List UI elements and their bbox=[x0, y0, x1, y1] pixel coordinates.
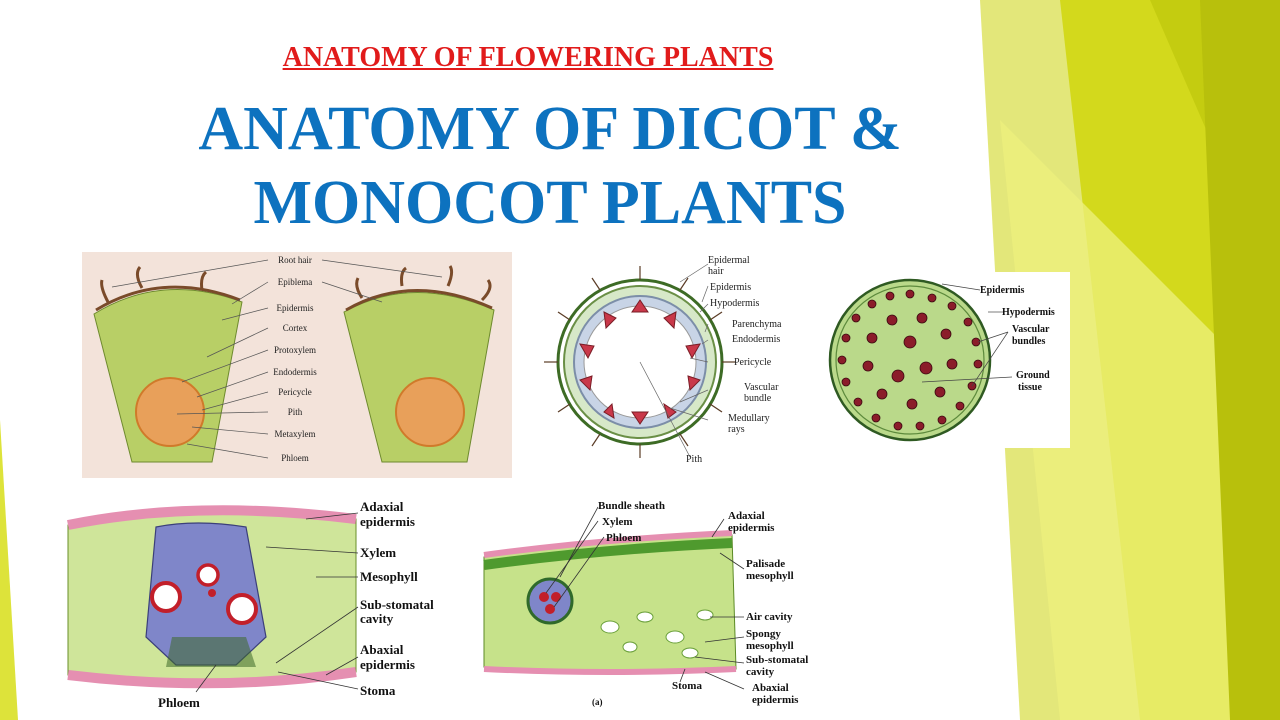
root-label-endodermis: Endodermis bbox=[273, 367, 317, 377]
dleaf-label-abaxial-epidermis: epidermis bbox=[752, 694, 799, 706]
slide-title-line-2: MONOCOT PLANTS bbox=[253, 169, 847, 237]
dleaf-label-adaxial: Adaxial bbox=[728, 510, 765, 522]
stem-label-pith: Pith bbox=[686, 454, 702, 465]
root-label-pith: Pith bbox=[288, 407, 303, 417]
stem-label-bundle: bundle bbox=[744, 393, 772, 404]
slide-title-line-1: ANATOMY OF DICOT & bbox=[198, 95, 902, 163]
mleaf-label-cavity: cavity bbox=[360, 611, 394, 626]
dleaf-label-abaxial: Abaxial bbox=[752, 682, 789, 694]
mono-stem-label-ground: Ground bbox=[1016, 370, 1050, 381]
slide-title: ANATOMY OF DICOT & MONOCOT PLANTS bbox=[0, 92, 1100, 240]
monocot-leaf-diagram: Adaxial epidermis Xylem Mesophyll Sub-st… bbox=[67, 499, 434, 710]
dicot-stem-diagram: Epidermal hair Epidermis Hypodermis Pare… bbox=[544, 255, 782, 465]
dleaf-label-cavity: cavity bbox=[746, 666, 775, 678]
mono-stem-label-bundles: bundles bbox=[1012, 336, 1045, 347]
mleaf-label-mesophyll: Mesophyll bbox=[360, 569, 418, 584]
dleaf-label-panel-a: (a) bbox=[592, 697, 603, 707]
stem-label-hypodermis: Hypodermis bbox=[710, 298, 760, 309]
dleaf-label-air-cavity: Air cavity bbox=[746, 611, 793, 623]
stem-label-epidermis: Epidermis bbox=[710, 282, 751, 293]
root-label-epiblema: Epiblema bbox=[278, 277, 313, 287]
root-label-phloem: Phloem bbox=[281, 453, 309, 463]
stem-label-parenchyma: Parenchyma bbox=[732, 319, 782, 330]
mono-stem-label-epidermis: Epidermis bbox=[980, 285, 1025, 296]
mleaf-label-abaxial-epidermis: epidermis bbox=[360, 657, 415, 672]
dleaf-label-spongy-mesophyll: mesophyll bbox=[746, 640, 794, 652]
root-label-epidermis: Epidermis bbox=[277, 303, 314, 313]
stem-label-medullary: Medullary bbox=[728, 413, 770, 424]
mleaf-label-adaxial: Adaxial bbox=[360, 499, 404, 514]
dleaf-label-bundle-sheath: Bundle sheath bbox=[598, 500, 665, 512]
mleaf-label-adaxial-epidermis: epidermis bbox=[360, 514, 415, 529]
dleaf-label-palisade: Palisade bbox=[746, 558, 785, 570]
root-diagram: Root hair Epiblema Epidermis Cortex Prot… bbox=[82, 252, 512, 478]
dleaf-label-spongy: Spongy bbox=[746, 628, 781, 640]
stem-label-endodermis: Endodermis bbox=[732, 334, 780, 345]
root-label-metaxylem: Metaxylem bbox=[275, 429, 316, 439]
root-label-cortex: Cortex bbox=[283, 323, 308, 333]
dleaf-label-sub-stomatal: Sub-stomatal bbox=[746, 654, 808, 666]
dleaf-label-stoma: Stoma bbox=[672, 680, 702, 692]
mleaf-label-sub-stomatal: Sub-stomatal bbox=[360, 597, 434, 612]
root-label-root-hair: Root hair bbox=[278, 255, 312, 265]
slide-subtitle: ANATOMY OF FLOWERING PLANTS bbox=[282, 42, 774, 73]
stem-label-hair: hair bbox=[708, 266, 724, 277]
dleaf-label-phloem: Phloem bbox=[606, 532, 641, 544]
dleaf-label-adaxial-epidermis: epidermis bbox=[728, 522, 775, 534]
mono-stem-label-vascular: Vascular bbox=[1012, 324, 1050, 335]
dicot-leaf-diagram: Bundle sheath Xylem Phloem Adaxial epide… bbox=[483, 500, 808, 707]
mleaf-label-stoma: Stoma bbox=[360, 683, 396, 698]
mleaf-label-xylem: Xylem bbox=[360, 545, 396, 560]
root-label-protoxylem: Protoxylem bbox=[274, 345, 316, 355]
mono-stem-label-tissue: tissue bbox=[1018, 382, 1042, 393]
mleaf-label-abaxial: Abaxial bbox=[360, 642, 404, 657]
monocot-stem-diagram: Epidermis Hypodermis Vascular bundles Gr… bbox=[822, 272, 1070, 448]
dleaf-label-palisade-mesophyll: mesophyll bbox=[746, 570, 794, 582]
mleaf-label-phloem: Phloem bbox=[158, 695, 200, 710]
stem-label-rays: rays bbox=[728, 424, 745, 435]
stem-label-vascular: Vascular bbox=[744, 382, 779, 393]
dleaf-label-xylem: Xylem bbox=[602, 516, 633, 528]
stem-label-epidermal: Epidermal bbox=[708, 255, 750, 266]
stem-label-pericycle: Pericycle bbox=[734, 357, 772, 368]
mono-stem-label-hypodermis: Hypodermis bbox=[1002, 307, 1055, 318]
root-label-pericycle: Pericycle bbox=[278, 387, 311, 397]
